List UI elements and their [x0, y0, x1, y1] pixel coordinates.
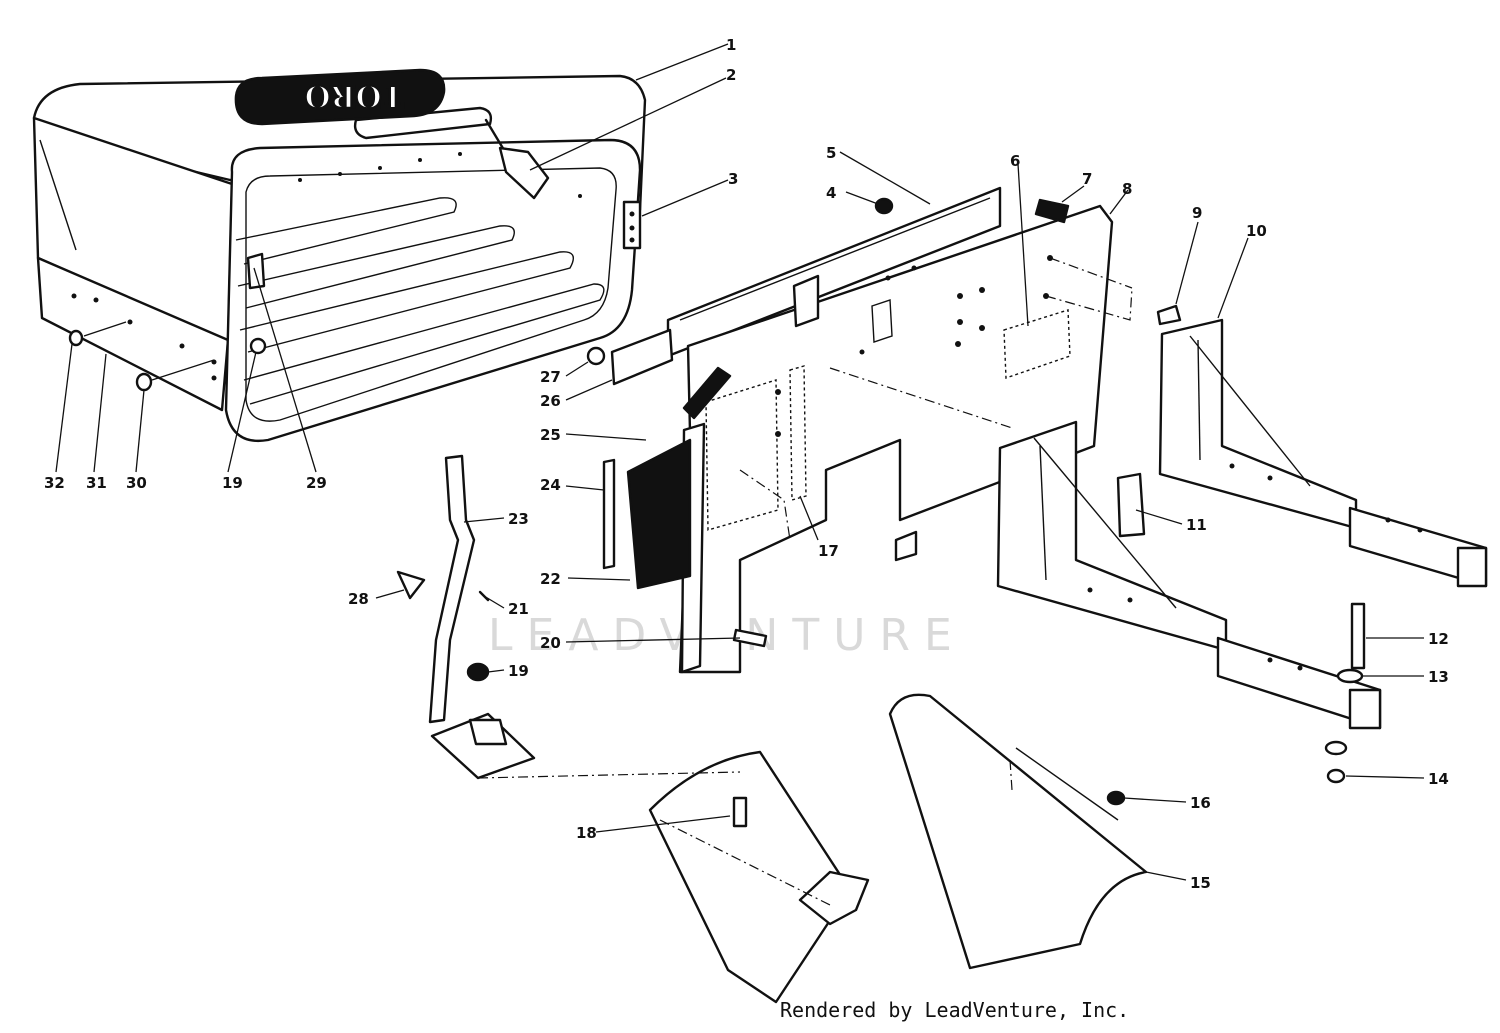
callout-8: 8: [1122, 180, 1132, 198]
toro-logo: TORO: [234, 68, 446, 126]
callout-21: 21: [508, 600, 529, 618]
hardware: [586, 197, 1366, 784]
render-credit: Rendered by LeadVenture, Inc.: [780, 998, 1130, 1022]
callout-16: 16: [1190, 794, 1211, 812]
hitch-bracket-right: [1158, 318, 1488, 588]
callout-19-bag: 19: [222, 474, 243, 492]
callout-4: 4: [826, 184, 836, 202]
callout-leaders: [55, 43, 1425, 881]
hitch-bracket-left: [996, 420, 1382, 730]
callout-25: 25: [540, 426, 561, 444]
deflector-front: [648, 750, 870, 1004]
callout-11: 11: [1186, 516, 1207, 534]
callout-1: 1: [726, 36, 736, 54]
lever-assembly: [396, 454, 536, 780]
callout-29: 29: [306, 474, 327, 492]
callout-6: 6: [1010, 152, 1020, 170]
logo-text: TORO: [304, 78, 404, 113]
callout-5: 5: [826, 144, 836, 162]
callout-23: 23: [508, 510, 529, 528]
callout-2: 2: [726, 66, 736, 84]
callout-15: 15: [1190, 874, 1211, 892]
callout-13: 13: [1428, 668, 1449, 686]
callout-26: 26: [540, 392, 561, 410]
callout-28: 28: [348, 590, 369, 608]
assembly-lines: [477, 257, 1133, 906]
callout-14: 14: [1428, 770, 1449, 788]
callout-17: 17: [818, 542, 839, 560]
callout-7: 7: [1082, 170, 1092, 188]
callout-22: 22: [540, 570, 561, 588]
callout-32: 32: [44, 474, 65, 492]
callout-3: 3: [728, 170, 738, 188]
callout-9: 9: [1192, 204, 1202, 222]
callout-24: 24: [540, 476, 561, 494]
callout-10: 10: [1246, 222, 1267, 240]
callout-18: 18: [576, 824, 597, 842]
callout-31: 31: [86, 474, 107, 492]
callout-19-lever: 19: [508, 662, 529, 680]
grass-bag: TORO: [32, 68, 647, 443]
callout-30: 30: [126, 474, 147, 492]
deflector-rear: [888, 693, 1148, 970]
callout-20: 20: [540, 634, 561, 652]
callout-labels: 1 2 3 4 5 6 7 8 9 10 11 12 13 14 15 16 1…: [44, 36, 1449, 892]
callout-12: 12: [1428, 630, 1449, 648]
frame-assembly: [602, 186, 1114, 674]
callout-27: 27: [540, 368, 561, 386]
